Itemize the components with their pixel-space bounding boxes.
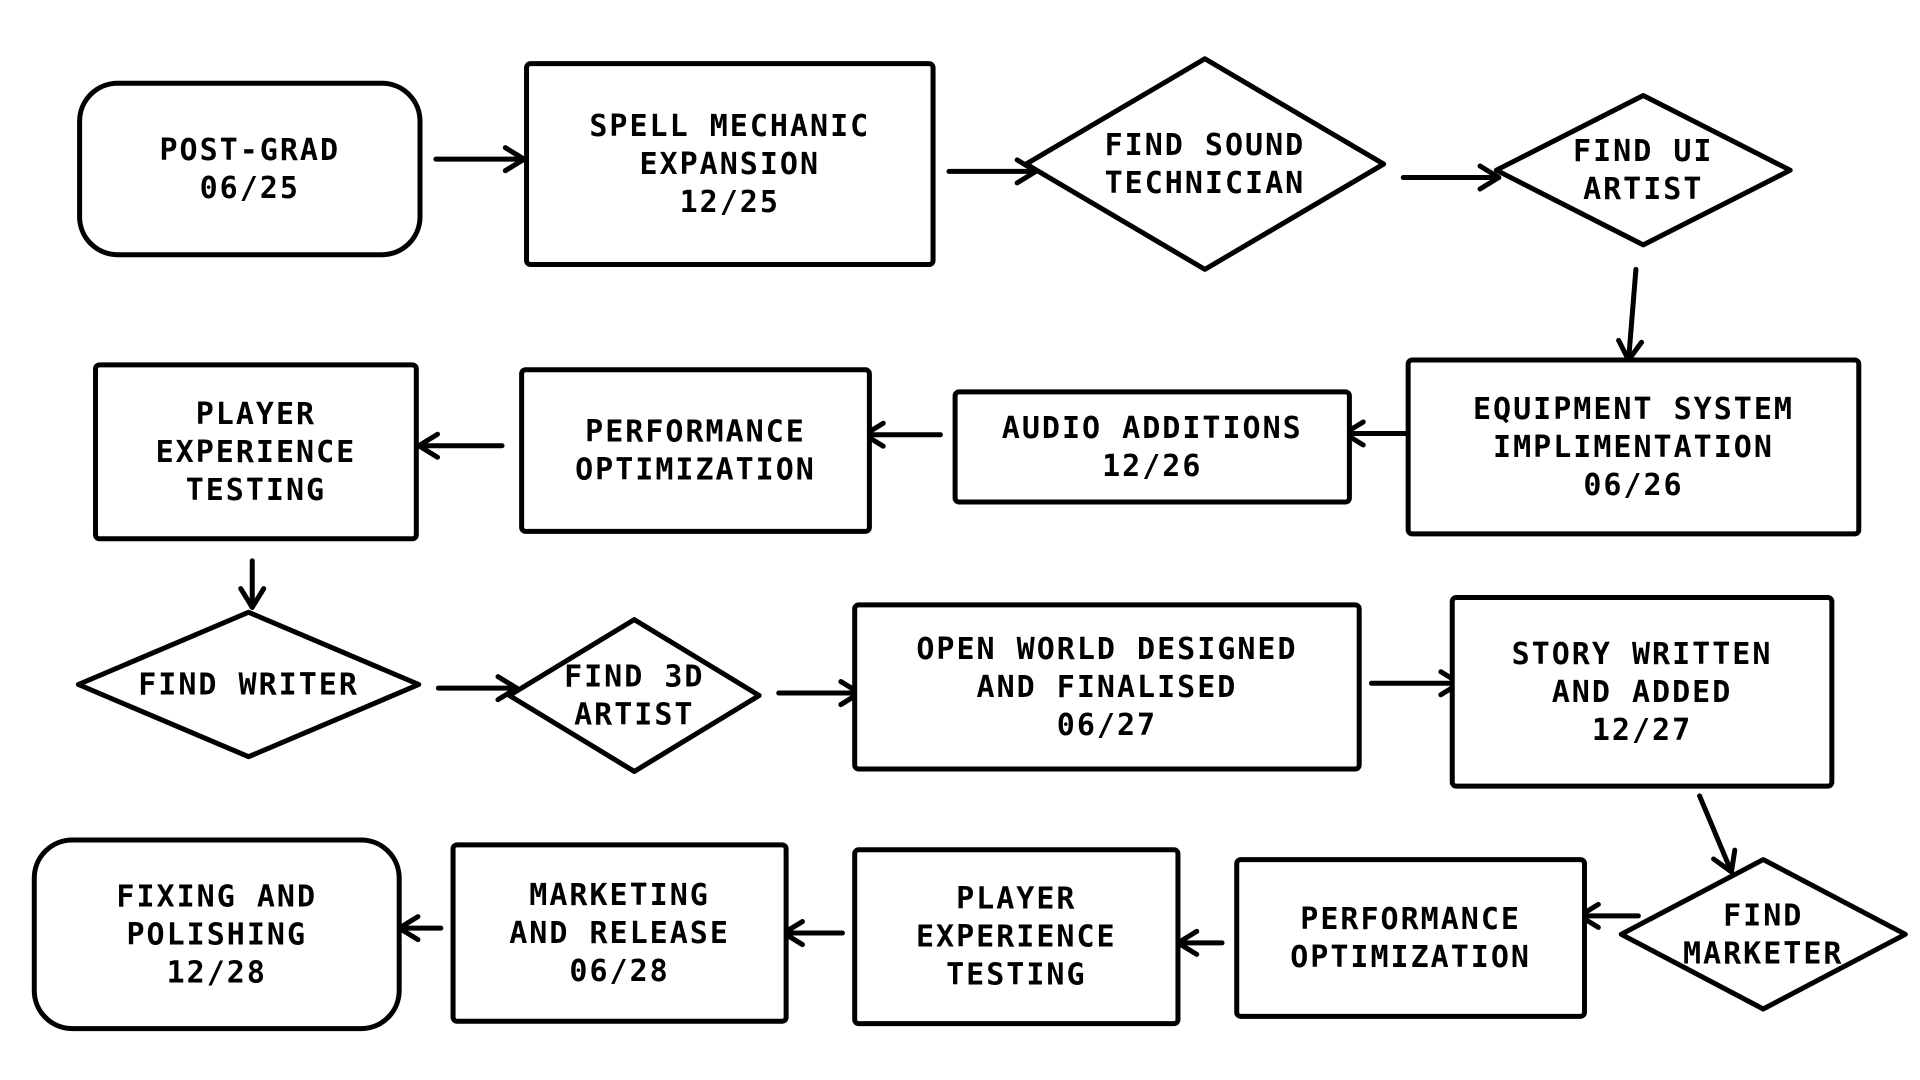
node-label-line: SPELL MECHANIC: [589, 109, 870, 144]
node-label-line: PLAYER: [196, 397, 316, 432]
node-label-line: MARKETING: [529, 878, 710, 913]
process-box: [1405, 357, 1862, 537]
node-find-writer: FIND WRITER: [75, 609, 422, 760]
process-box: [852, 602, 1362, 772]
node-label-line: EXPANSION: [640, 147, 821, 182]
arrow-post-grad-to-spell-mechanic-expansion: [433, 145, 527, 174]
node-label-line: FIND 3D: [564, 660, 704, 695]
process-box: [952, 389, 1352, 505]
arrow-find-sound-technician-to-find-ui-artist: [1400, 163, 1502, 192]
process-box: [93, 362, 419, 542]
node-label-line: OPTIMIZATION: [1290, 940, 1531, 975]
arrow-marketing-and-release-to-fixing-and-polishing: [396, 914, 444, 943]
node-label-line: 12/26: [1102, 449, 1202, 484]
decision-diamond: [75, 609, 422, 760]
node-label-line: PERFORMANCE: [585, 415, 806, 450]
arrow-story-written-to-find-marketer: [1697, 793, 1738, 875]
node-label-line: EXPERIENCE: [916, 920, 1117, 955]
node-label-line: POLISHING: [126, 917, 307, 952]
arrow-find-ui-artist-to-equipment-system-implimentation: [1616, 266, 1645, 363]
process-box: [519, 367, 872, 534]
node-label-line: FIND WRITER: [138, 667, 359, 702]
node-label-line: 12/25: [680, 185, 780, 220]
process-box: [524, 61, 936, 267]
node-label-line: TESTING: [946, 958, 1086, 993]
decision-diamond: [1023, 56, 1387, 272]
node-label-line: AND RELEASE: [509, 916, 730, 951]
node-label-line: AND ADDED: [1552, 675, 1733, 710]
node-label-line: AND FINALISED: [977, 670, 1238, 705]
node-label-line: IMPLIMENTATION: [1493, 430, 1774, 465]
process-box: [852, 847, 1181, 1027]
terminal-box: [77, 80, 423, 258]
terminal-box: [31, 837, 402, 1032]
node-label-line: FIND SOUND: [1105, 128, 1306, 163]
arrow-open-world-designed-to-story-written: [1368, 669, 1463, 698]
node-label-line: 12/27: [1592, 713, 1692, 748]
arrow-performance-optimization-2-to-player-experience-testing-2: [1175, 928, 1225, 957]
node-label-line: AUDIO ADDITIONS: [1002, 411, 1303, 446]
node-label-line: TECHNICIAN: [1105, 166, 1306, 201]
arrow-equipment-system-implimentation-to-audio-additions: [1341, 419, 1409, 448]
node-label-line: PLAYER: [956, 882, 1076, 917]
node-label-line: FIND: [1723, 898, 1803, 933]
node-label-line: 06/27: [1057, 708, 1157, 743]
edges-layer: [238, 145, 1738, 957]
node-label-line: OPEN WORLD DESIGNED: [916, 632, 1297, 667]
node-label-line: TESTING: [186, 473, 326, 508]
decision-diamond: [1618, 857, 1908, 1012]
node-label-line: MARKETER: [1683, 936, 1844, 971]
node-label-line: 06/25: [200, 171, 300, 206]
node-label-line: OPTIMIZATION: [575, 453, 816, 488]
node-label-line: 06/26: [1583, 468, 1683, 503]
node-label-line: EXPERIENCE: [156, 435, 357, 470]
node-label-line: FIND UI: [1573, 134, 1713, 169]
node-label-line: FIXING AND: [116, 879, 317, 914]
arrow-find-3d-artist-to-open-world-designed: [776, 679, 863, 708]
arrow-find-marketer-to-performance-optimization-2: [1577, 901, 1641, 930]
node-label-line: EQUIPMENT SYSTEM: [1473, 392, 1794, 427]
node-label-line: ARTIST: [574, 698, 694, 733]
arrow-player-experience-testing-1-to-find-writer: [238, 558, 267, 610]
node-label-line: PERFORMANCE: [1300, 902, 1521, 937]
node-label-line: STORY WRITTEN: [1512, 637, 1773, 672]
arrow-audio-additions-to-performance-optimization-1: [861, 420, 943, 449]
process-box: [1234, 857, 1587, 1019]
process-box: [1449, 595, 1835, 789]
process-box: [450, 842, 789, 1024]
arrow-spell-mechanic-expansion-to-find-sound-technician: [946, 157, 1039, 186]
decision-diamond: [506, 617, 762, 774]
node-label-line: 06/28: [569, 954, 669, 989]
node-label-line: ARTIST: [1583, 172, 1703, 207]
node-label-line: 12/28: [167, 955, 267, 990]
arrow-performance-optimization-1-to-player-experience-testing-1: [416, 431, 505, 460]
arrow-find-writer-to-find-3d-artist: [435, 674, 520, 703]
arrow-player-experience-testing-2-to-marketing-and-release: [781, 919, 845, 948]
decision-diamond: [1493, 93, 1793, 248]
node-label-line: POST-GRAD: [160, 133, 341, 168]
